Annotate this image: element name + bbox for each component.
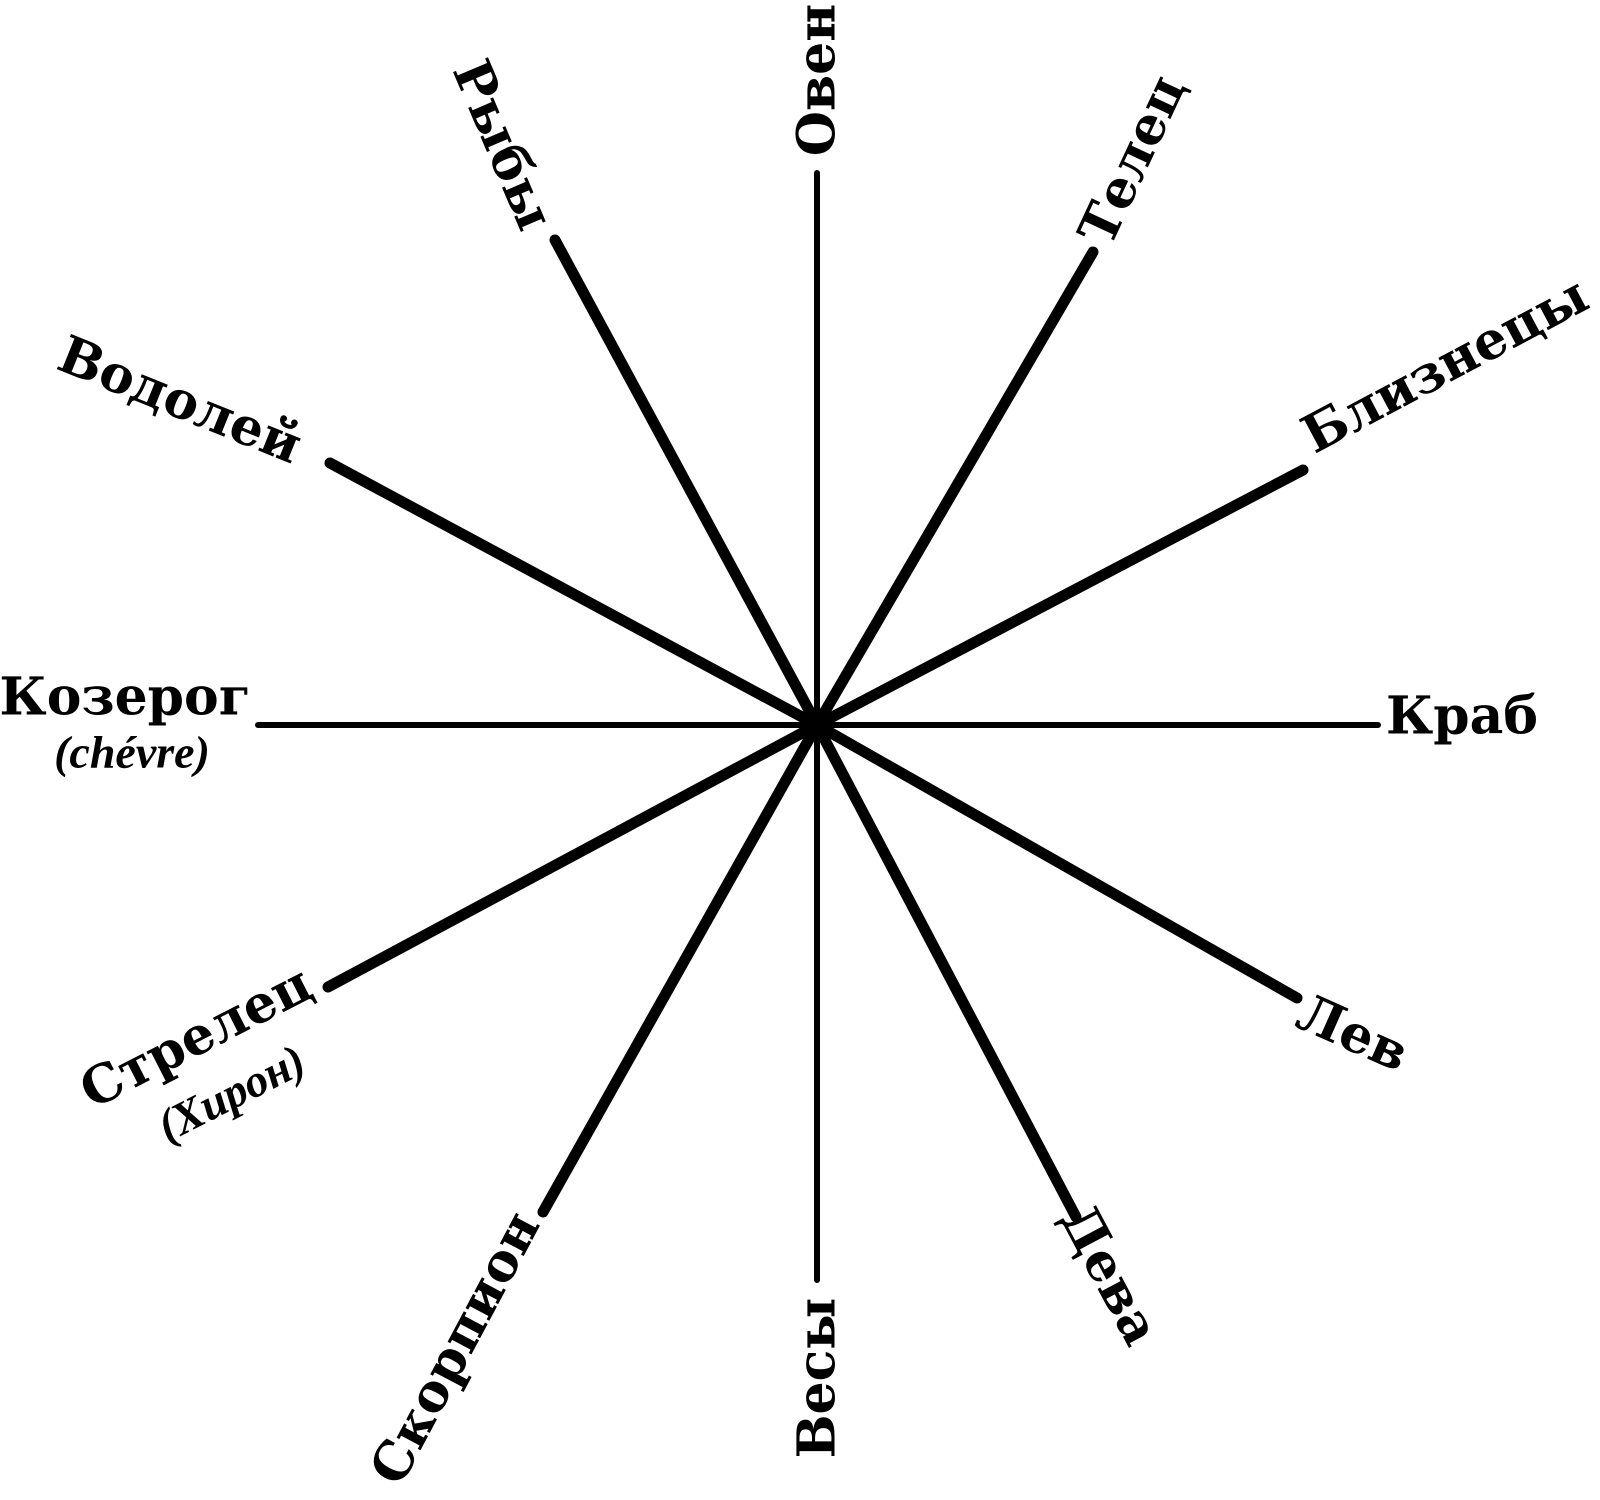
- sign-label-cancer: Краб: [1386, 686, 1538, 747]
- spoke-scorpio: [537, 719, 823, 1218]
- sign-label-capricorn: Козерог: [0, 667, 251, 728]
- sign-label-leo: Лев: [1288, 982, 1418, 1085]
- sign-label-pisces: Рыбы: [440, 51, 566, 239]
- sign-label-taurus: Телец: [1066, 66, 1197, 255]
- spoke-virgo: [811, 719, 1082, 1223]
- sign-label-libra: Весы: [787, 1298, 848, 1459]
- spokes-group: [255, 170, 1381, 1283]
- spoke-sagittarius: [322, 719, 823, 993]
- sign-label-scorpio: Скорпион: [358, 1202, 552, 1495]
- sign-label-aries: Овен: [787, 4, 848, 157]
- sign-sublabel-capricorn: (chévre): [54, 727, 210, 778]
- sign-label-gemini: Близнецы: [1292, 264, 1598, 466]
- spoke-aquarius: [324, 457, 823, 731]
- sign-label-aquarius: Водолей: [50, 324, 310, 477]
- spoke-pisces: [549, 234, 823, 731]
- center-hub: [805, 713, 829, 737]
- sign-label-virgo: Дева: [1048, 1195, 1172, 1355]
- spoke-leo: [811, 719, 1303, 1004]
- spoke-gemini: [811, 464, 1309, 731]
- spoke-taurus: [811, 246, 1099, 731]
